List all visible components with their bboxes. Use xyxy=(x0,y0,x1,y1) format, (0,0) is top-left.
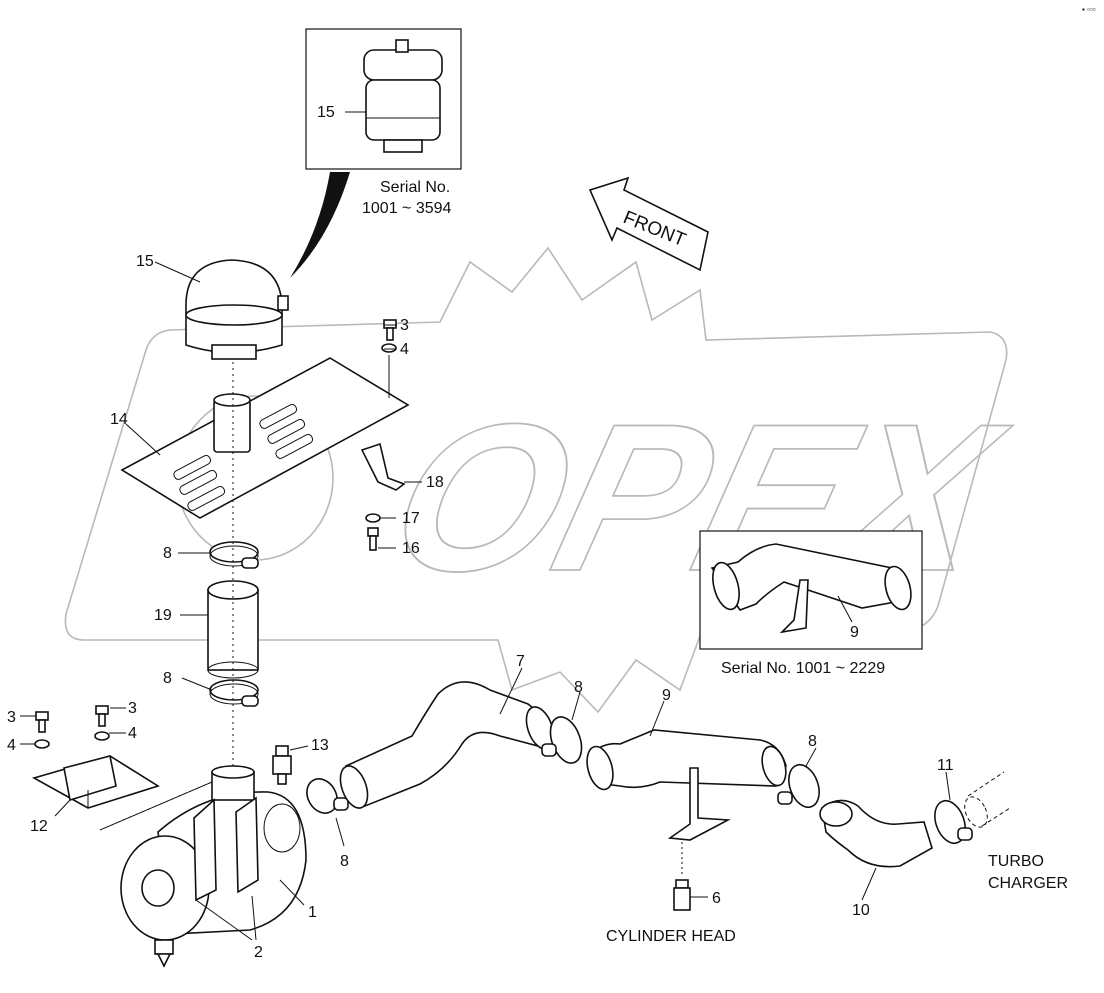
callout-9: 9 xyxy=(662,687,671,704)
callout-3-top: 3 xyxy=(400,317,409,334)
callout-4-top: 4 xyxy=(400,341,409,358)
inset-right: 9 xyxy=(699,530,923,650)
pipe-9 xyxy=(586,700,787,841)
callout-8-body: 8 xyxy=(340,853,349,870)
hose-10 xyxy=(819,799,933,901)
inset-top-serial-line1: Serial No. xyxy=(380,179,450,196)
callout-3-mid: 3 xyxy=(128,700,137,717)
clamp-upper xyxy=(178,541,259,569)
air-cleaner-cap xyxy=(154,259,289,360)
callout-16: 16 xyxy=(402,540,420,557)
callout-4-mid: 4 xyxy=(128,725,137,742)
front-arrow-shape xyxy=(588,176,709,272)
front-arrow: FRONT xyxy=(588,176,709,272)
inset-pointer xyxy=(290,172,350,278)
callout-8-upper: 8 xyxy=(163,545,172,562)
turbo-outline xyxy=(964,771,1011,828)
bolt-washer-top xyxy=(381,319,397,398)
air-cleaner-body xyxy=(120,765,307,968)
callout-17: 17 xyxy=(402,510,420,527)
callout-3-left: 3 xyxy=(7,709,16,726)
inset-filter-neck xyxy=(383,139,423,153)
clamp-11 xyxy=(934,771,973,845)
bracket-18 xyxy=(360,442,422,551)
inset-callout-15: 15 xyxy=(317,104,335,121)
inset-right-serial: Serial No. 1001 ~ 2229 xyxy=(721,660,885,677)
callout-8-pipe: 8 xyxy=(574,679,583,696)
mount-plate xyxy=(120,357,410,519)
callout-8-right: 8 xyxy=(808,733,817,750)
callout-1: 1 xyxy=(308,904,317,921)
stud-6 xyxy=(673,842,708,911)
clamp-lower xyxy=(181,677,259,707)
corner-mark: ▪ ▫▫▫ xyxy=(1082,5,1096,14)
hose-19 xyxy=(180,580,259,679)
callout-12: 12 xyxy=(30,818,48,835)
watermark-text: OPEX xyxy=(372,381,1025,615)
clamp-right xyxy=(777,747,820,809)
callout-13: 13 xyxy=(311,737,329,754)
bracket-12 xyxy=(20,705,227,831)
inset-filter-body xyxy=(365,79,441,141)
callout-7: 7 xyxy=(516,653,525,670)
clamp-pipe xyxy=(541,691,583,764)
callout-18: 18 xyxy=(426,474,444,491)
callout-11: 11 xyxy=(937,757,954,774)
caption-turbo-line2: CHARGER xyxy=(988,875,1068,892)
callout-8-lower: 8 xyxy=(163,670,172,687)
inset-filter-cap xyxy=(363,49,443,81)
caption-turbo-line1: TURBO xyxy=(988,853,1044,870)
callout-15: 15 xyxy=(136,253,154,270)
sensor-13 xyxy=(272,745,309,785)
callout-4-left: 4 xyxy=(7,737,16,754)
clamp-body xyxy=(306,778,349,847)
inset-top: 15 Serial No. 1001 ~ 3594 xyxy=(290,28,462,278)
callout-2: 2 xyxy=(254,944,263,961)
callout-6: 6 xyxy=(712,890,721,907)
inset-callout-9: 9 xyxy=(850,624,859,641)
hose-7 xyxy=(339,667,555,810)
callout-10: 10 xyxy=(852,902,870,919)
callout-14: 14 xyxy=(110,411,128,428)
caption-cylinder-head: CYLINDER HEAD xyxy=(606,928,736,945)
callout-19: 19 xyxy=(154,607,172,624)
inset-filter-nipple xyxy=(395,39,409,53)
inset-top-serial-line2: 1001 ~ 3594 xyxy=(362,200,452,217)
